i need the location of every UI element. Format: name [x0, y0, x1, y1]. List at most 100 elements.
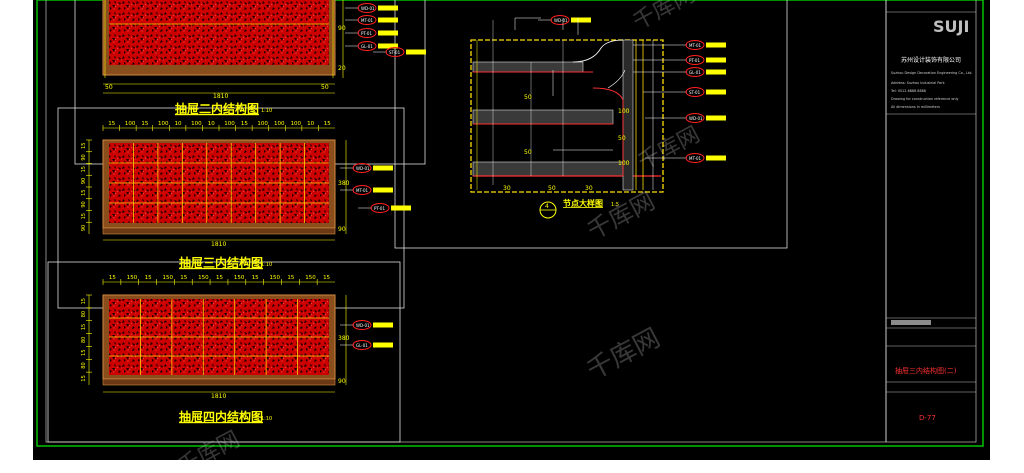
inner-border [45, 0, 977, 443]
drawer-three-left-dim-5: 90 [81, 201, 87, 207]
material-tag-6 [352, 185, 372, 195]
node-detail-outline [470, 39, 664, 193]
material-tag-14 [685, 87, 705, 97]
drawer-four-top-dim-5: 150 [198, 275, 209, 281]
material-tag-label-6: MT-01 [356, 188, 369, 193]
node-dim-6: 100 [618, 108, 630, 115]
drawer-top-right-dim-1: 20 [338, 65, 346, 72]
drawer-three-width-dim: 1810 [211, 241, 226, 248]
node-dim-2: 50 [524, 149, 532, 156]
watermark-4: 千库网 [634, 122, 704, 175]
drawer-three-top-dim-3: 100 [158, 121, 169, 127]
node-dim-1: 50 [524, 94, 532, 101]
material-tag-label-15: WD-01 [689, 116, 703, 121]
drawer-three-title: 抽屉三内结构图 [179, 255, 263, 270]
material-tag-bar-15 [706, 115, 726, 121]
material-tag-label-14: ST-01 [689, 90, 701, 95]
drawer-four-top-dim-0: 15 [109, 275, 116, 281]
material-tags: WD-01MT-01PT-01GL-01ST-01WD-01MT-01PT-01… [340, 3, 726, 350]
material-tag-8 [352, 320, 372, 330]
drawer-top-scale: 1:10 [261, 108, 272, 114]
node-dim-5: 30 [585, 185, 593, 192]
material-tag-bar-12 [706, 57, 726, 63]
material-tag-9 [352, 340, 372, 350]
drawer-four-top-dim-10: 15 [287, 275, 294, 281]
drawer-four-top-dim-7: 150 [234, 275, 245, 281]
material-tag-label-2: PT-01 [361, 31, 372, 36]
drawer-top-bottom-dim-left: 50 [105, 84, 113, 91]
title-note-4: Drawing for construction reference only [891, 97, 959, 101]
drawer-top-right-dim-2: 90 [338, 25, 346, 32]
drawer-four-right-dim-1: 380 [338, 335, 350, 342]
material-tag-0 [357, 3, 377, 13]
drawer-four-top-dim-12: 15 [323, 275, 330, 281]
drawer-four-top-dim-3: 150 [162, 275, 173, 281]
material-tag-bar-0 [378, 5, 398, 11]
drawing-sheet: 20 90 50 50 1810 抽屉二内结构图 1:10 15 100 15 100… [33, 0, 990, 460]
material-tag-label-10: WD-01 [554, 18, 568, 23]
drawer-four-width-dim: 1810 [211, 393, 226, 400]
material-tag-label-4: ST-01 [389, 50, 401, 55]
material-tag-bar-11 [706, 42, 726, 48]
title-logo: SUJI [933, 17, 969, 36]
node-dim-8: 100 [618, 160, 630, 167]
material-tag-bar-2 [378, 30, 398, 36]
drawer-three-top-dim-0: 15 [108, 121, 115, 127]
title-note-3: Tel: 0512-6888 8888 [890, 89, 926, 93]
drawer-three-left-dim-0: 15 [81, 143, 87, 149]
drawer-four-left-dim-4: 15 [81, 349, 87, 355]
title-block: SUJI 苏州设计装饰有限公司 Suzhou Design Decoration… [885, 0, 976, 442]
material-tag-2 [357, 28, 377, 38]
drawer-three-top-dim-4: 10 [175, 121, 182, 127]
node-detail-symbol-number: 4 [545, 203, 549, 210]
title-note-1: Suzhou Design Decoration Engineering Co.… [891, 71, 972, 75]
material-tag-bar-4 [406, 49, 426, 55]
material-tag-bar-10 [571, 17, 591, 23]
viewport-drawer-four [47, 261, 401, 443]
drawer-three-left-dim-6: 15 [81, 213, 87, 219]
material-tag-bar-8 [373, 322, 393, 328]
material-tag-bar-1 [378, 17, 398, 23]
material-tag-bar-6 [373, 187, 393, 193]
drawer-four-top-dim-4: 15 [180, 275, 187, 281]
drawer-top-bottom-dim-right: 50 [321, 84, 329, 91]
title-drawing-number: D-77 [919, 414, 936, 422]
drawer-four-scale: 1:10 [261, 416, 272, 422]
drawer-four-top-dim-6: 15 [216, 275, 223, 281]
drawer-four-top-dim-11: 150 [305, 275, 316, 281]
material-tag-bar-14 [706, 89, 726, 95]
drawer-top-panel-fill [109, 0, 329, 65]
material-tag-16 [685, 153, 705, 163]
watermark-2: 千库网 [583, 187, 660, 246]
drawer-three-left-dim-4: 15 [81, 190, 87, 196]
title-company: 苏州设计装饰有限公司 [901, 56, 961, 64]
node-detail-scale: 1:5 [611, 202, 619, 208]
material-tag-3 [357, 41, 377, 51]
drawer-three-top-dim-7: 100 [224, 121, 235, 127]
drawer-three-top-dim-11: 100 [291, 121, 302, 127]
drawer-four-top-dim-9: 150 [270, 275, 281, 281]
drawer-three-top-dim-12: 10 [307, 121, 314, 127]
node-dim-4: 50 [548, 185, 556, 192]
drawer-top-width-dim: 1810 [213, 93, 228, 100]
drawer-four-right-dim-2: 90 [338, 378, 346, 385]
drawer-four-grid [109, 299, 329, 375]
material-tag-13 [685, 67, 705, 77]
material-tag-4 [385, 47, 405, 57]
material-tag-label-3: GL-01 [361, 44, 373, 49]
drawer-three-top-dim-2: 15 [141, 121, 148, 127]
node-detail: 50 50 30 50 30 100 50 100 4 节点大样图 1:5 [470, 17, 673, 219]
drawer-three-top-dim-5: 100 [191, 121, 202, 127]
cad-canvas: 20 90 50 50 1810 抽屉二内结构图 1:10 15 100 15 100… [36, 0, 984, 460]
drawer-four-top-dim-8: 15 [252, 275, 259, 281]
material-tag-label-11: MT-01 [689, 43, 702, 48]
node-dim-3: 30 [503, 185, 511, 192]
material-tag-label-16: MT-01 [689, 156, 702, 161]
drawer-three-left-dim-1: 90 [81, 154, 87, 160]
drawer-top-title: 抽屉二内结构图 [175, 101, 259, 116]
